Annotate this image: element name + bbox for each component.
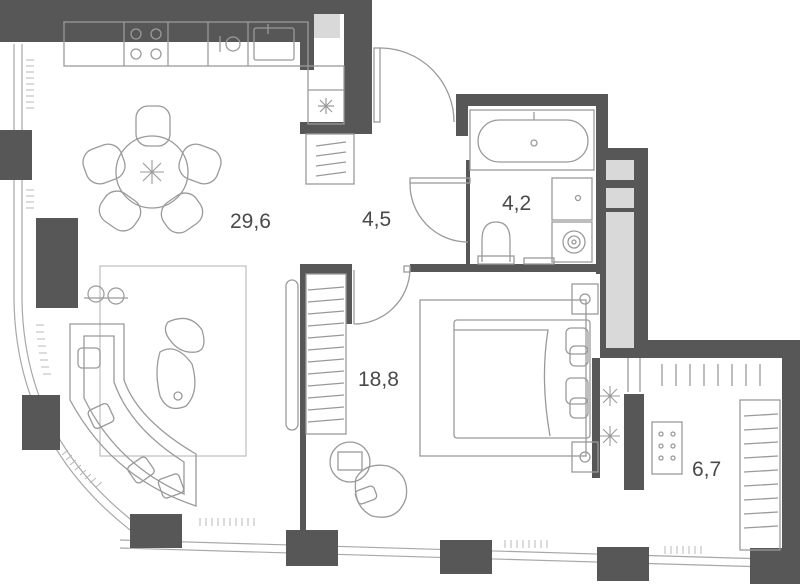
rug <box>99 265 247 457</box>
plant-icon <box>140 160 164 184</box>
stove-icon <box>130 28 162 60</box>
washing-machine-icon <box>523 221 593 265</box>
sink-icon <box>551 177 593 221</box>
sofa-icon <box>69 323 197 507</box>
wardrobe-room <box>627 358 781 551</box>
sink-icon <box>253 24 295 61</box>
plant-icon <box>600 386 620 446</box>
room-area-bathroom: 4,2 <box>502 192 531 215</box>
room-area-bedroom: 18,8 <box>358 368 399 391</box>
coffee-table <box>156 317 205 410</box>
doors <box>353 47 471 325</box>
dining-table-icon <box>82 105 222 234</box>
kitchen-counter <box>63 21 345 125</box>
room-area-living-kitchen: 29,6 <box>230 210 271 233</box>
armchair-icon <box>329 441 408 518</box>
bathtub-icon <box>469 109 595 171</box>
fridge-icon <box>318 98 334 114</box>
room-area-wardrobe: 6,7 <box>692 458 721 481</box>
lamp-icon <box>84 285 128 305</box>
fixture-fills <box>314 14 634 348</box>
wardrobe-left <box>285 273 347 435</box>
dishwasher-icon <box>219 36 241 52</box>
window-hatch <box>26 59 702 554</box>
bed-icon <box>419 283 599 473</box>
room-area-hallway: 4,5 <box>362 208 391 231</box>
hallway-rack <box>305 133 355 185</box>
toilet-icon <box>477 221 515 265</box>
